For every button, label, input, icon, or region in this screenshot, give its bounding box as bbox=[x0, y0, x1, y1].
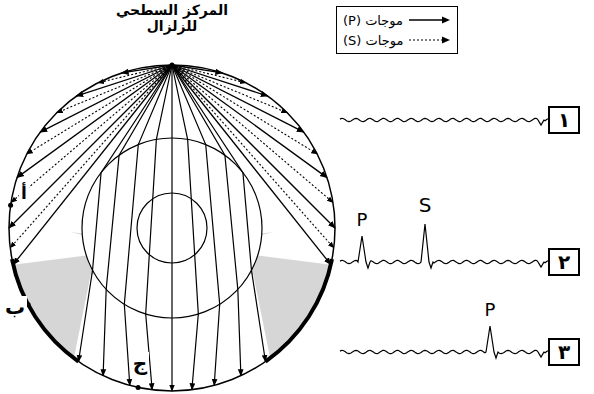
arrowhead bbox=[442, 37, 450, 44]
p-wave-core-ray bbox=[146, 65, 172, 390]
seismogram-number-box: ٣ bbox=[548, 338, 580, 366]
station-label: ج bbox=[131, 352, 149, 375]
station-label: أ bbox=[19, 184, 29, 204]
epicenter-dot bbox=[170, 63, 175, 68]
callout-number: ٢ bbox=[558, 252, 570, 272]
wave-arrival-label: P bbox=[355, 210, 370, 231]
seismogram-number-box: ١ bbox=[548, 106, 580, 134]
legend-line-sample bbox=[407, 14, 451, 26]
legend-line-sample bbox=[407, 34, 451, 46]
seismogram-trace bbox=[340, 118, 548, 125]
legend-text: موجات (S) bbox=[343, 33, 403, 48]
s-wave-ray bbox=[172, 65, 334, 248]
legend-line bbox=[409, 19, 443, 20]
epicenter-label: المركز السطحي للزلزال bbox=[112, 2, 232, 34]
earth-surface bbox=[9, 65, 335, 391]
p-wave-core-ray bbox=[171, 65, 172, 391]
s-wave-ray bbox=[172, 65, 246, 83]
station-label: ب bbox=[3, 296, 27, 319]
seismogram-number-box: ٢ bbox=[548, 248, 580, 276]
callout-number: ٣ bbox=[558, 342, 570, 362]
p-wave-ray bbox=[172, 65, 335, 228]
legend-box: موجات (P) موجات (S) bbox=[336, 6, 458, 54]
wave-arrival-label: S bbox=[417, 194, 434, 217]
p-wave-core-ray bbox=[172, 65, 198, 390]
seismogram-trace bbox=[340, 224, 548, 268]
legend-text: موجات (P) bbox=[343, 13, 403, 28]
legend-line bbox=[409, 39, 443, 40]
s-wave-ray bbox=[98, 65, 172, 83]
s-wave-ray bbox=[172, 65, 317, 154]
p-wave-ray bbox=[13, 65, 172, 265]
seismogram-trace bbox=[340, 326, 548, 358]
callout-number: ١ bbox=[558, 110, 570, 130]
p-wave-ray bbox=[9, 65, 172, 228]
wave-arrival-label: P bbox=[483, 300, 498, 321]
s-wave-ray bbox=[10, 65, 172, 248]
legend-entry: موجات (S) bbox=[343, 30, 451, 50]
station-dot bbox=[8, 203, 13, 208]
s-wave-ray bbox=[11, 65, 172, 203]
p-wave-ray bbox=[172, 65, 331, 265]
station-dot bbox=[136, 385, 141, 390]
legend-entry: موجات (P) bbox=[343, 10, 451, 30]
s-wave-ray bbox=[172, 65, 333, 203]
shadow-zone-arc bbox=[265, 259, 332, 361]
arrowhead bbox=[442, 17, 450, 24]
s-wave-ray bbox=[27, 65, 172, 154]
